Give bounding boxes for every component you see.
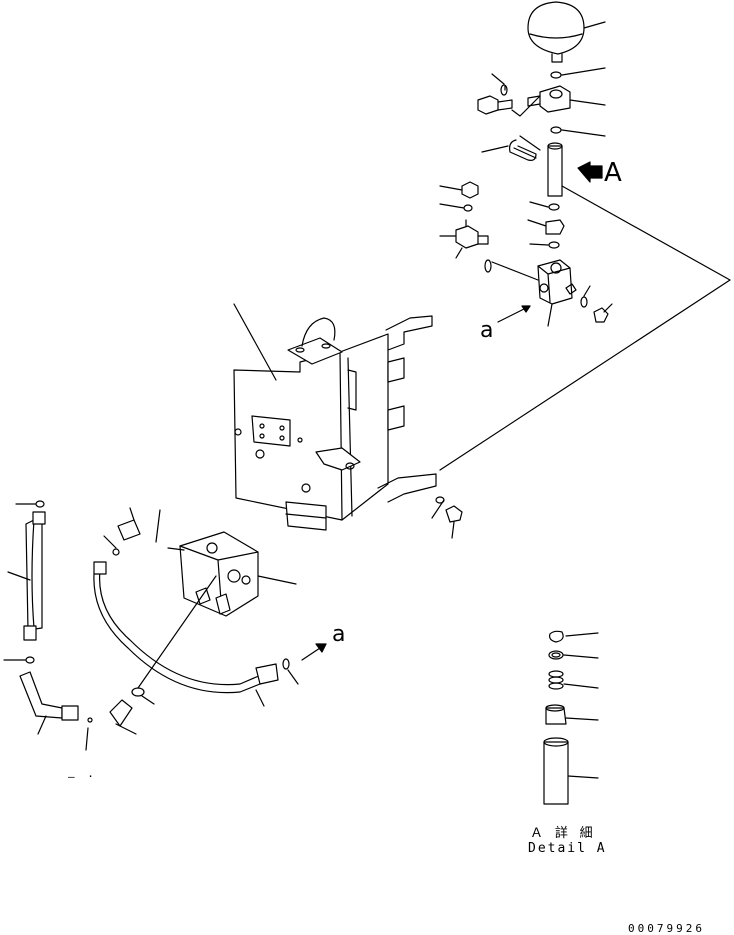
valve-and-hoses	[3, 500, 327, 751]
stray-mark: – ·	[68, 770, 97, 783]
detail-a-title-japanese: Ａ 詳 細	[530, 826, 595, 841]
detail-a-callout-letter: A	[604, 158, 622, 188]
mounting-bracket	[233, 303, 463, 539]
detail-a-stack	[543, 630, 599, 805]
drawing-id: 00079926	[628, 922, 705, 935]
detail-a-title-english: Detail A	[528, 841, 607, 856]
accumulator-assembly	[439, 1, 731, 471]
view-a-callout-letter-top: a	[480, 318, 494, 343]
view-a-callout-letter-bottom: a	[332, 622, 346, 647]
